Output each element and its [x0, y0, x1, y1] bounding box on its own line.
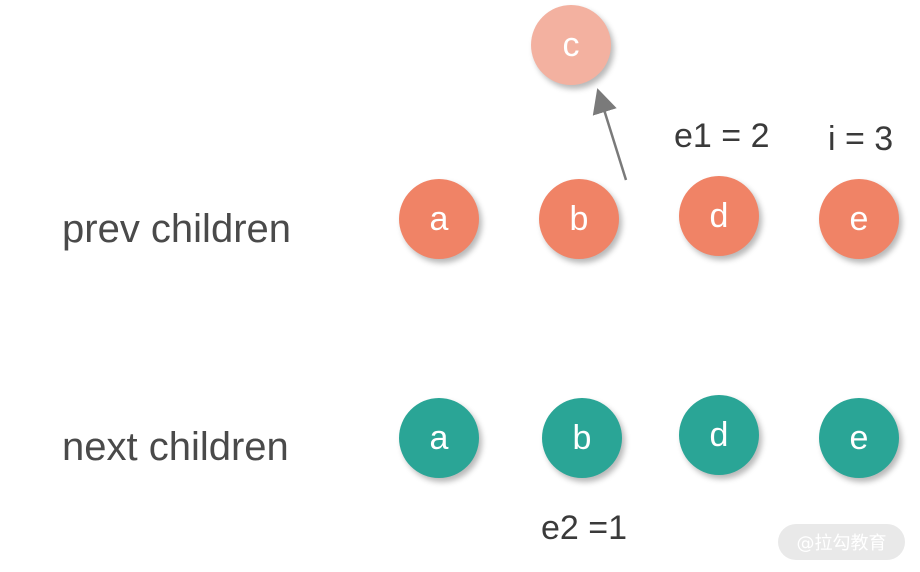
prev-node-a: a	[399, 179, 479, 259]
prev-children-label: prev children	[62, 207, 292, 251]
watermark: @拉勾教育	[778, 524, 905, 560]
prev-node-e: e	[819, 179, 899, 259]
pointer-e1-label: e1 = 2	[674, 117, 770, 155]
next-node-e: e	[819, 398, 899, 478]
prev-node-d: d	[679, 176, 759, 256]
pointer-i-label: i = 3	[828, 120, 894, 158]
arrow-line	[592, 88, 628, 181]
next-node-b: b	[542, 398, 622, 478]
prev-node-b: b	[539, 179, 619, 259]
next-children-label: next children	[62, 425, 289, 469]
node-removed-c: c	[531, 5, 611, 85]
next-node-d: d	[679, 395, 759, 475]
pointer-e2-label: e2 =1	[541, 509, 628, 547]
next-node-a: a	[399, 398, 479, 478]
